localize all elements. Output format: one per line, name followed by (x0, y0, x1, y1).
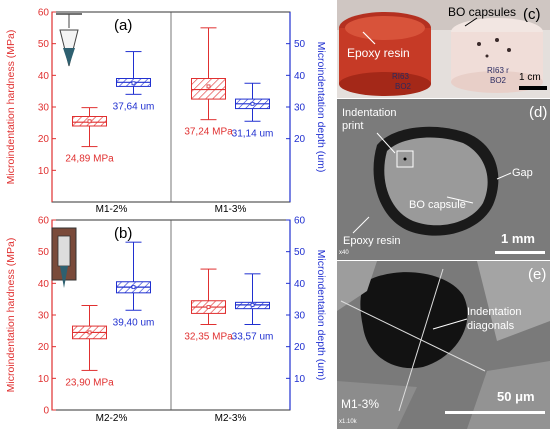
box-plot-depth: 33,57 um (232, 273, 274, 343)
icon-tip (60, 266, 68, 288)
photo-samples: (c) BO capsules Epoxy resin RI63 BO2 RI6… (337, 0, 550, 98)
photo-sem-capsule: (d) Indentation print Gap BO capsule Epo… (337, 99, 550, 260)
box-plot-hardness: 24,89 MPa (65, 107, 114, 165)
left-axis-title: Microindentation hardness (MPa) (5, 238, 17, 393)
right-tick-label: 20 (294, 134, 306, 145)
left-tick-label: 30 (38, 103, 50, 114)
photo-d-label: (d) (529, 104, 548, 121)
data-label: 37,24 MPa (184, 127, 233, 138)
left-tick-label: 20 (38, 342, 50, 353)
right-tick-label: 40 (294, 279, 306, 290)
photo-sem-indentation: (e) Indentation diagonals M1-3% 50 μm x1… (337, 261, 550, 429)
data-label: 39,40 um (113, 317, 155, 328)
category-label: M2-3% (215, 413, 247, 424)
data-label: 37,64 um (113, 101, 155, 112)
scale-bar-e (445, 411, 545, 414)
data-label: 33,57 um (232, 332, 274, 343)
mean-marker (206, 305, 211, 309)
mag-e-label: x1.10k (339, 419, 357, 425)
sample-mark-3: RI63 r (487, 66, 509, 75)
mean-marker (87, 330, 92, 335)
sample-mark-2: BO2 (395, 82, 412, 91)
arrows-e (432, 318, 468, 330)
left-axis-title: Microindentation hardness (MPa) (5, 30, 17, 185)
left-tick-label: 0 (43, 406, 49, 417)
category-label: M1-3% (215, 204, 247, 215)
left-tick-label: 50 (38, 247, 50, 258)
indenter-machine-icon (51, 227, 77, 288)
right-axis-title: Microindentation depth (um) (315, 42, 327, 173)
bo-capsule-label: BO capsule (409, 199, 466, 211)
scale-d-label: 1 mm (501, 231, 535, 246)
mean-marker (131, 81, 136, 86)
left-tick-label: 40 (38, 279, 50, 290)
data-label: 32,35 MPa (184, 332, 233, 343)
box-plot-hardness: 32,35 MPa (184, 268, 233, 343)
panel-label: (a) (114, 17, 132, 34)
left-tick-label: 40 (38, 71, 50, 82)
category-label: M2-2% (96, 413, 128, 424)
right-tick-label: 60 (294, 216, 306, 227)
data-label: 31,14 um (232, 128, 274, 139)
sample-mark-1: RI63 (392, 72, 409, 81)
box-plot-hardness: 37,24 MPa (184, 27, 233, 138)
scale-bar-d (495, 251, 545, 254)
left-tick-label: 20 (38, 134, 50, 145)
left-tick-label: 10 (38, 374, 50, 385)
left-tick-label: 50 (38, 39, 50, 50)
right-axis-title: Microindentation depth (um) (315, 250, 327, 381)
left-tick-label: 60 (38, 216, 50, 227)
mean-marker (250, 101, 255, 106)
scale-bar-c (519, 86, 547, 90)
sample-mark-4: BO2 (490, 76, 507, 85)
left-tick-label: 60 (38, 8, 50, 19)
box-iqr (191, 78, 226, 100)
gap-label: Gap (512, 167, 533, 179)
category-label: M1-2% (96, 204, 128, 215)
photo-c-label: (c) (523, 6, 541, 23)
right-tick-label: 30 (294, 103, 306, 114)
indenter-tip-icon (56, 13, 82, 67)
box-plot-hardness: 23,90 MPa (65, 305, 114, 388)
data-label: 24,89 MPa (65, 154, 114, 165)
sem-capsule-image (337, 99, 550, 260)
epoxy-resin-label-d: Epoxy resin (343, 235, 401, 247)
samples-illustration (337, 0, 550, 98)
mean-marker (250, 302, 255, 307)
mag-d-label: x40 (339, 250, 349, 256)
mean-marker (206, 84, 211, 89)
scale-e-label: 50 μm (497, 389, 535, 404)
mean-marker (131, 285, 136, 290)
panel-label: (b) (114, 225, 132, 242)
sample-id-label: M1-3% (341, 397, 380, 411)
scale-c-label: 1 cm (519, 72, 541, 83)
arrows-c (362, 17, 478, 45)
mean-marker (87, 119, 92, 124)
right-tick-label: 50 (294, 247, 306, 258)
box-plot-depth: 37,64 um (113, 51, 155, 112)
right-tick-label: 40 (294, 71, 306, 82)
right-tick-label: 50 (294, 39, 306, 50)
epoxy-resin-label-c: Epoxy resin (347, 46, 410, 60)
data-label: 23,90 MPa (65, 377, 114, 388)
right-tick-label: 30 (294, 311, 306, 322)
bo-capsules-label: BO capsules (448, 5, 517, 19)
box-plot-depth: 39,40 um (113, 241, 155, 328)
left-tick-label: 30 (38, 311, 50, 322)
arrows-d (352, 132, 512, 234)
photo-e-label: (e) (528, 266, 547, 283)
left-tick-label: 10 (38, 166, 50, 177)
right-tick-label: 20 (294, 342, 306, 353)
box-plot-depth: 31,14 um (232, 82, 274, 139)
icon-column (57, 235, 71, 267)
indentation-print-label: Indentation print (342, 107, 397, 132)
indentation-diagonals-label: Indentation diagonals (467, 306, 522, 332)
icon-tip (63, 48, 75, 66)
right-tick-label: 10 (294, 374, 306, 385)
